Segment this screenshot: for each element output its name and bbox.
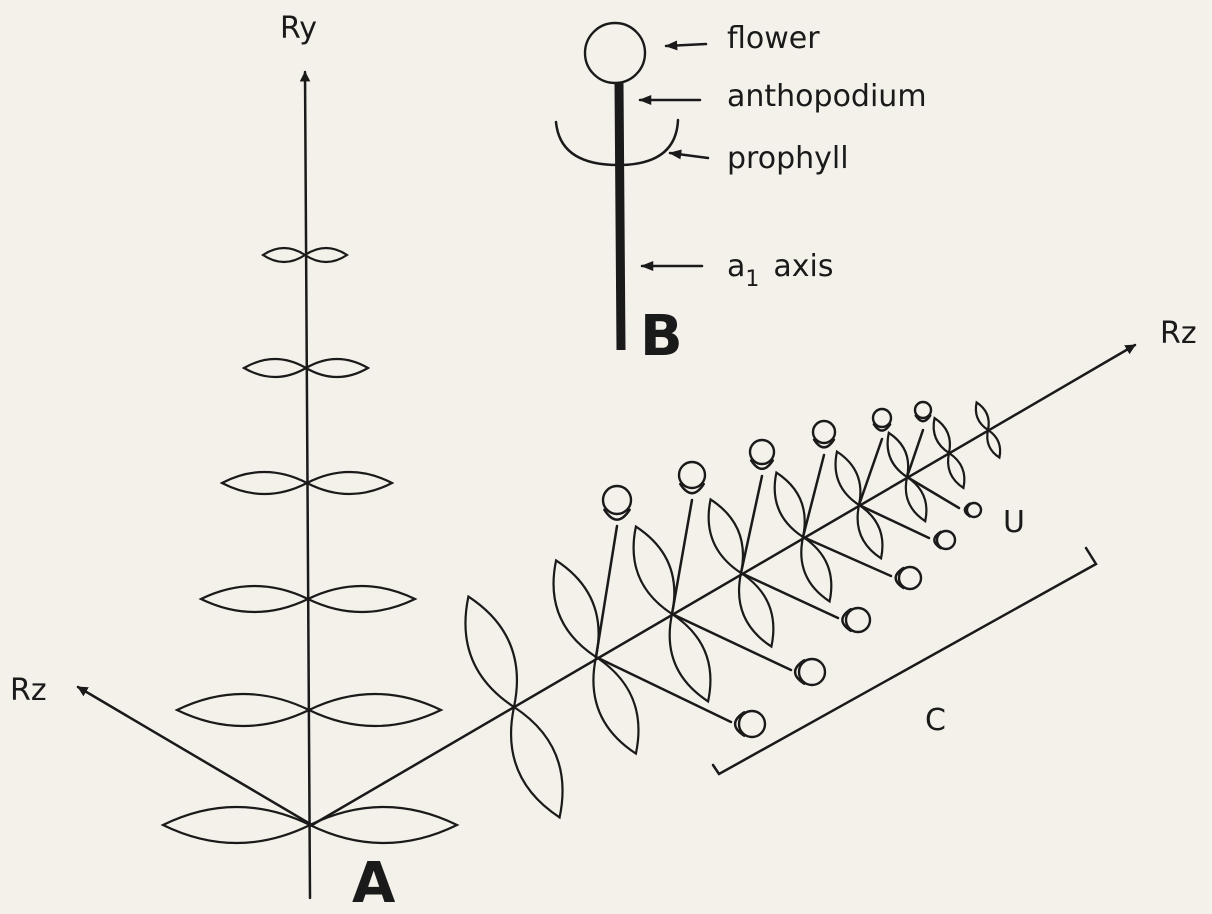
- rz-leaf: [986, 428, 1002, 460]
- lower-branch-stalk: [594, 655, 733, 724]
- ry-leaf: [198, 585, 311, 613]
- upper-flower-head: [677, 460, 707, 490]
- upper-flower-head: [601, 484, 633, 516]
- upper-flower-head: [871, 407, 893, 429]
- ry-leaf: [304, 470, 395, 496]
- lower-flower-prophyll: [841, 607, 853, 633]
- panel-b: flower anthopodium prophyll a1 axis B: [554, 21, 927, 369]
- rz-main-axis: [310, 343, 1137, 827]
- ry-leaf-pairs: [160, 246, 460, 844]
- legend-flower-shape: [583, 21, 647, 85]
- upper-flower-prophyll: [679, 482, 705, 495]
- legend-prophyll-shape: [554, 118, 680, 167]
- ry-axis: [299, 70, 312, 900]
- legend-axis-suffix: axis: [773, 249, 833, 284]
- c-bracket: [711, 546, 1098, 776]
- ry-leaf: [303, 358, 371, 378]
- upper-branch-stalk: [739, 474, 764, 575]
- rz-leaf: [974, 400, 990, 432]
- lower-flower-head: [935, 529, 957, 551]
- ry-leaf: [305, 585, 418, 613]
- rz-leaf: [932, 416, 951, 455]
- rz-leaf: [886, 431, 910, 479]
- rz-leaf: [773, 470, 806, 539]
- rz-leaf: [856, 503, 884, 561]
- lower-flower-prophyll: [963, 502, 972, 518]
- label-a: A: [352, 851, 396, 909]
- arrow-prophyll: [668, 149, 710, 160]
- lower-branch-stalk: [857, 503, 931, 540]
- rz-leaf: [707, 497, 745, 575]
- ry-leaf: [306, 692, 444, 728]
- ry-leaf: [307, 806, 460, 844]
- lower-flower-head: [965, 501, 983, 519]
- lower-flower-prophyll: [933, 530, 942, 550]
- lower-branch-stalk: [801, 535, 893, 578]
- lower-branch-stalk: [739, 571, 840, 620]
- panel-a: Ry Rz Rz A C U: [10, 11, 1197, 914]
- rz-leaf-pairs: [464, 400, 1002, 820]
- ry-leaf: [303, 246, 349, 264]
- arrow-flower: [664, 40, 708, 51]
- rz-leaf: [592, 655, 640, 756]
- upper-flower-prophyll: [872, 423, 892, 432]
- rz-leaf: [947, 451, 966, 490]
- label-b: B: [640, 304, 683, 369]
- label-rz-left: Rz: [10, 673, 47, 708]
- legend-anthopodium-axis: [614, 82, 626, 351]
- upper-flower-prophyll: [914, 414, 932, 423]
- rz-leaf: [632, 524, 676, 616]
- legend-anthopodium: anthopodium: [727, 79, 927, 114]
- rz-leaf: [800, 535, 833, 604]
- lower-flower-head: [897, 565, 923, 591]
- legend-axis-prefix: a: [727, 249, 745, 284]
- upper-flower-head: [811, 419, 837, 445]
- upper-flower-prophyll: [603, 508, 631, 521]
- rz-leaf: [464, 594, 518, 709]
- rz-leaf: [834, 449, 862, 507]
- label-rz-right: Rz: [1160, 316, 1197, 351]
- ry-leaf: [241, 358, 309, 378]
- legend-axis: a1 axis: [727, 249, 834, 292]
- upper-branch-stalk: [905, 428, 925, 479]
- label-c: C: [925, 703, 946, 738]
- legend-flower: flower: [727, 21, 820, 56]
- upper-flower-head: [913, 400, 933, 420]
- rz-leaf: [737, 571, 775, 649]
- upper-flower-head: [748, 438, 776, 466]
- lower-flower-head: [737, 709, 767, 739]
- ry-leaf: [219, 470, 310, 496]
- rz-leaf: [904, 475, 928, 523]
- lower-flower-head: [797, 657, 827, 687]
- legend-axis-subscript: 1: [745, 267, 759, 292]
- ry-leaf: [174, 692, 312, 728]
- ry-leaf: [261, 246, 307, 264]
- upper-branch-stalk: [801, 453, 826, 539]
- ry-leaf: [160, 806, 313, 844]
- lower-flower-prophyll: [894, 566, 905, 590]
- lower-flower-prophyll: [733, 711, 746, 737]
- lower-flower-head: [844, 606, 872, 634]
- upper-branch-stalk: [857, 437, 884, 507]
- label-u: U: [1003, 505, 1025, 540]
- rz-flower-branches: [594, 400, 983, 739]
- rz-leaf: [552, 558, 600, 659]
- rz-left-axis: [76, 685, 314, 827]
- lower-branch-stalk: [670, 612, 793, 672]
- upper-flower-prophyll: [749, 459, 775, 471]
- legend-prophyll: prophyll: [727, 141, 849, 176]
- lower-branch-stalk: [905, 475, 961, 510]
- rz-leaf: [668, 612, 712, 704]
- rz-leaf: [510, 705, 564, 820]
- lower-flower-prophyll: [793, 659, 806, 685]
- label-ry: Ry: [280, 11, 317, 46]
- upper-flower-prophyll: [812, 438, 836, 449]
